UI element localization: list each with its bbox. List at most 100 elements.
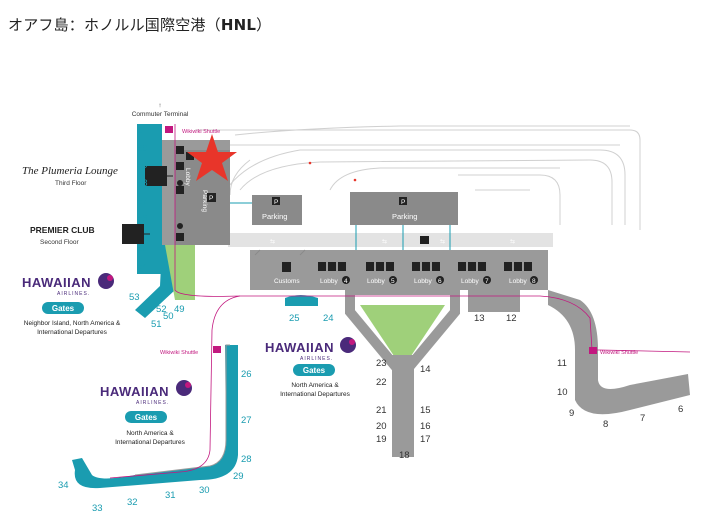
gate-29: 29	[233, 471, 244, 482]
title-code: HNL	[220, 16, 257, 34]
page-title: オアフ島：ホノルル国際空港（HNL）	[8, 14, 271, 35]
svg-text:Gates: Gates	[52, 304, 75, 313]
international-pier	[72, 345, 238, 489]
svg-text:P: P	[274, 199, 278, 206]
svg-text:⇆: ⇆	[510, 238, 515, 245]
gate-52: 52	[156, 304, 167, 315]
hawaiian-block-3: HAWAIIAN AIRLINES. Gates North America &…	[100, 380, 192, 446]
lobby-5: Lobby 5	[366, 262, 397, 285]
hawaiian-block-2: HAWAIIAN AIRLINES. Gates North America &…	[265, 337, 356, 398]
gate-58: 58	[137, 178, 148, 189]
svg-text:⇆: ⇆	[270, 238, 275, 245]
gate-55: 55	[137, 243, 148, 254]
gate-6: 6	[678, 404, 683, 415]
gate-26: 26	[241, 369, 252, 380]
gate-18: 18	[399, 450, 410, 461]
gate-51: 51	[151, 319, 162, 330]
shuttle-route-left	[109, 295, 241, 479]
gate-15: 15	[420, 405, 431, 416]
gate-9: 9	[569, 408, 574, 419]
gate-16: 16	[420, 421, 431, 432]
roadway	[228, 233, 553, 247]
gate-57: 57	[137, 196, 148, 207]
lobby-vertical-b: Parking	[201, 190, 208, 212]
green-area-left	[165, 245, 195, 300]
right-pier	[548, 290, 690, 415]
star-marker-icon	[187, 134, 237, 181]
parking-label-left: Parking	[262, 212, 287, 221]
svg-text:International Departures: International Departures	[280, 391, 350, 398]
gate-8: 8	[603, 419, 608, 430]
gate-27: 27	[241, 415, 252, 426]
gate-34: 34	[58, 480, 69, 491]
gate-12: 12	[506, 313, 517, 324]
gate-31: 31	[165, 490, 176, 501]
gate-50: 50	[163, 311, 174, 322]
gates-24-25-pier	[285, 295, 318, 306]
hawaiian-logo-icon	[98, 273, 114, 289]
gate-60: 60	[137, 143, 148, 154]
gate-11: 11	[557, 358, 567, 369]
gate-30: 30	[199, 485, 210, 496]
lobby-4: Lobby 4	[318, 262, 350, 285]
left-terminal-icons: P	[176, 146, 216, 241]
central-pier	[392, 355, 414, 457]
shuttle-icon	[420, 236, 429, 244]
gate-20: 20	[376, 421, 387, 432]
hawaiian-block-1: HAWAIIAN AIRLINES. Gates Neighbor Island…	[22, 273, 121, 336]
road-arrows: ⇆⇆⇆⇆	[270, 238, 515, 245]
gate-14: 14	[420, 364, 431, 375]
svg-text:8: 8	[532, 278, 536, 285]
plumeria-lounge-label: The Plumeria Lounge	[22, 165, 118, 177]
second-floor-label: Second Floor	[40, 239, 79, 246]
gate-28: 28	[241, 454, 252, 465]
lobby-vertical-a: Lobby	[184, 168, 191, 186]
gate-17: 17	[420, 434, 431, 445]
gates-12-13-pier	[468, 290, 520, 312]
main-terminal	[250, 250, 548, 290]
hawaiian-logo-icon	[340, 337, 356, 353]
svg-text:North America &: North America &	[291, 382, 339, 389]
gate-54: 54	[137, 261, 148, 272]
hawaiian-logo-icon	[176, 380, 192, 396]
svg-text:Lobby: Lobby	[509, 278, 527, 285]
lobby-8: Lobby 8	[504, 262, 538, 285]
svg-text:Neighbor Island, North America: Neighbor Island, North America &	[24, 320, 121, 327]
parking-icon-letter: P	[209, 195, 213, 202]
gate-33: 33	[92, 503, 103, 514]
shuttle-label-right: Wikiwiki Shuttle	[600, 350, 638, 356]
third-floor-label: Third Floor	[55, 180, 87, 187]
svg-text:AIRLINES.: AIRLINES.	[300, 356, 333, 362]
gates-pill	[42, 302, 84, 314]
gate-numbers: 61 60 59 58 57 56 55 54 53 52 51 50 49 2…	[58, 125, 683, 514]
svg-text:International Departures: International Departures	[37, 329, 107, 336]
terminal-left-lower	[135, 245, 175, 318]
svg-text:Lobby: Lobby	[320, 278, 338, 285]
lobby-7: Lobby 7	[458, 262, 491, 285]
lounge-icon-2	[122, 224, 144, 244]
svg-text:5: 5	[391, 278, 395, 285]
hawaiian-wordmark: HAWAIIAN	[100, 384, 169, 399]
parking-structure-right	[350, 195, 458, 225]
customs-label: Customs	[274, 278, 300, 285]
gate-21: 21	[376, 405, 387, 416]
gate-32: 32	[127, 497, 138, 508]
svg-text:⇆: ⇆	[440, 238, 445, 245]
gate-25: 25	[289, 313, 300, 324]
gate-7: 7	[640, 413, 645, 424]
gate-24: 24	[323, 313, 334, 324]
gate-10: 10	[557, 387, 568, 398]
gate-49: 49	[174, 304, 185, 315]
gates-pill	[293, 364, 335, 376]
gate-23: 23	[376, 358, 387, 369]
shuttle-label-top: Wikiwiki Shuttle	[182, 129, 220, 135]
shuttle-label-left: Wikiwiki Shuttle	[160, 350, 198, 356]
terminal-left-concourse	[137, 124, 162, 274]
svg-text:AIRLINES.: AIRLINES.	[136, 400, 169, 406]
gate-56: 56	[137, 213, 148, 224]
lobby-6: Lobby 6	[412, 262, 444, 285]
green-area-center	[360, 305, 445, 365]
hawaiian-wordmark: HAWAIIAN	[265, 340, 334, 355]
shuttle-route	[174, 124, 691, 353]
svg-text:P: P	[401, 199, 405, 206]
